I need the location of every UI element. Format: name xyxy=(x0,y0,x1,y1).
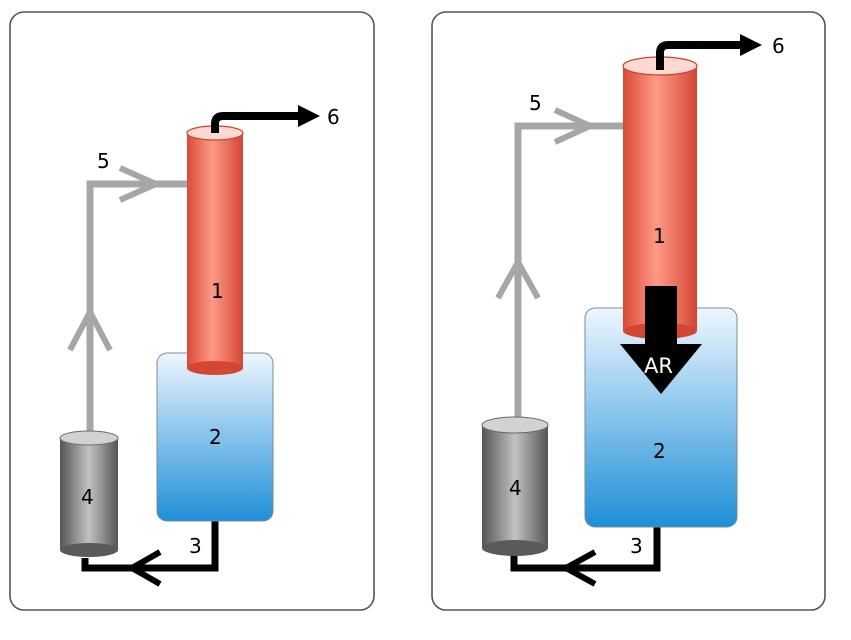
label-separator: 4 xyxy=(81,485,94,509)
return-line xyxy=(67,165,187,440)
separator xyxy=(481,416,549,556)
flow-arrow xyxy=(620,286,702,394)
return-line xyxy=(495,107,625,425)
label-riser: 1 xyxy=(653,224,666,248)
label-separator: 4 xyxy=(509,476,522,500)
label-return-line: 5 xyxy=(97,149,110,173)
label-vessel: 2 xyxy=(209,425,222,449)
label-return-line: 5 xyxy=(529,91,542,115)
label-outlet-line: 3 xyxy=(189,534,202,558)
label-vessel: 2 xyxy=(653,439,666,463)
label-outlet-line: 3 xyxy=(630,534,643,558)
panel-right: 1 2 3 4 5 6 AR xyxy=(431,11,826,611)
exit-arrow xyxy=(656,34,762,70)
riser xyxy=(186,125,244,375)
label-exit-arrow: 6 xyxy=(327,105,340,129)
outlet-line xyxy=(81,518,219,587)
separator xyxy=(59,430,119,557)
exit-arrow xyxy=(211,105,320,133)
label-flow-arrow: AR xyxy=(644,354,673,378)
label-riser: 1 xyxy=(211,279,224,303)
label-exit-arrow: 6 xyxy=(772,34,785,58)
outlet-line xyxy=(510,525,661,587)
panel-left: 1 2 3 4 5 6 xyxy=(9,11,375,611)
